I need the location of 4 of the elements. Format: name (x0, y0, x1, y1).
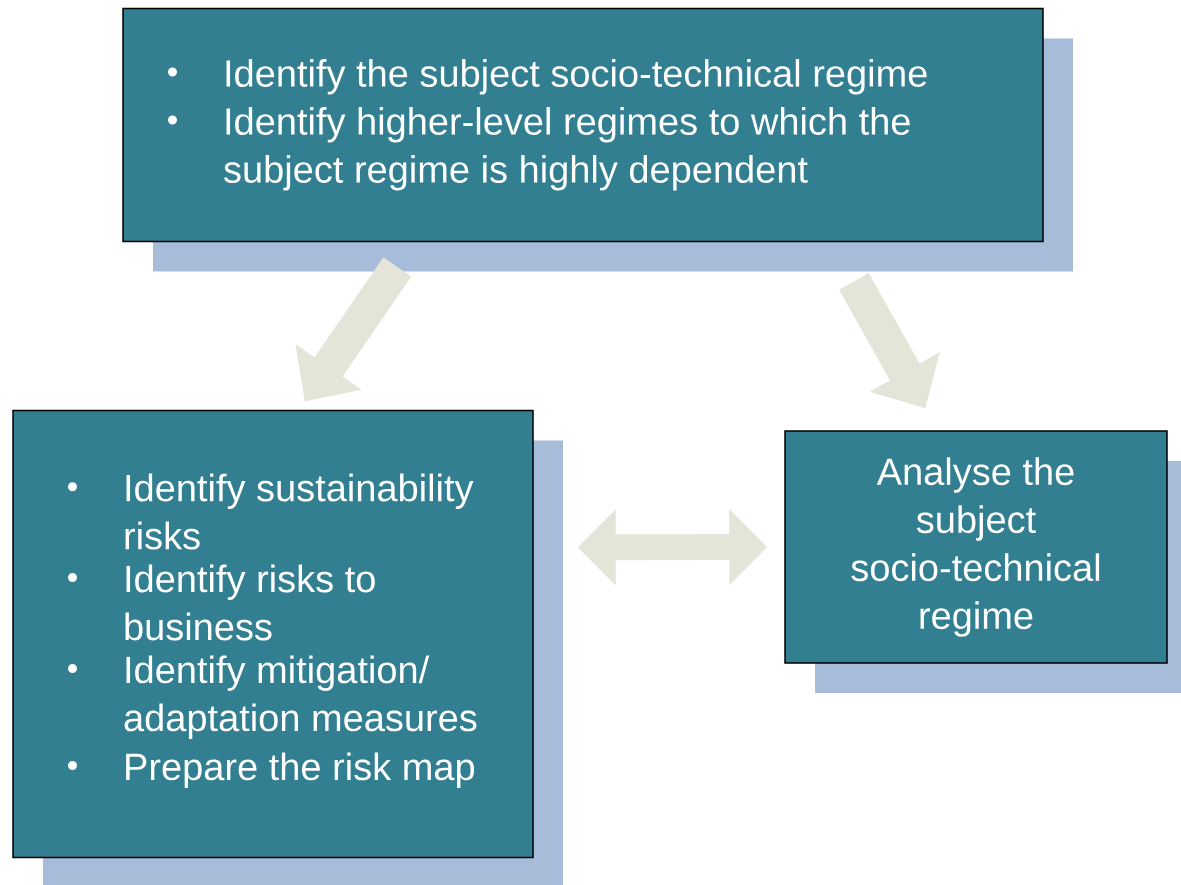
process-box: Identify sustainability risks Identify risks to business Identify mitigation/ adaptation measures Prepare the risk map (12, 409, 534, 859)
process-box: Identify the subject socio-technical regime Identify higher-level regimes to which the subject regime is highly dependent (122, 7, 1044, 243)
box-text: Analyse the subject socio-technical regime (851, 457, 1100, 637)
process-box (784, 430, 1168, 664)
